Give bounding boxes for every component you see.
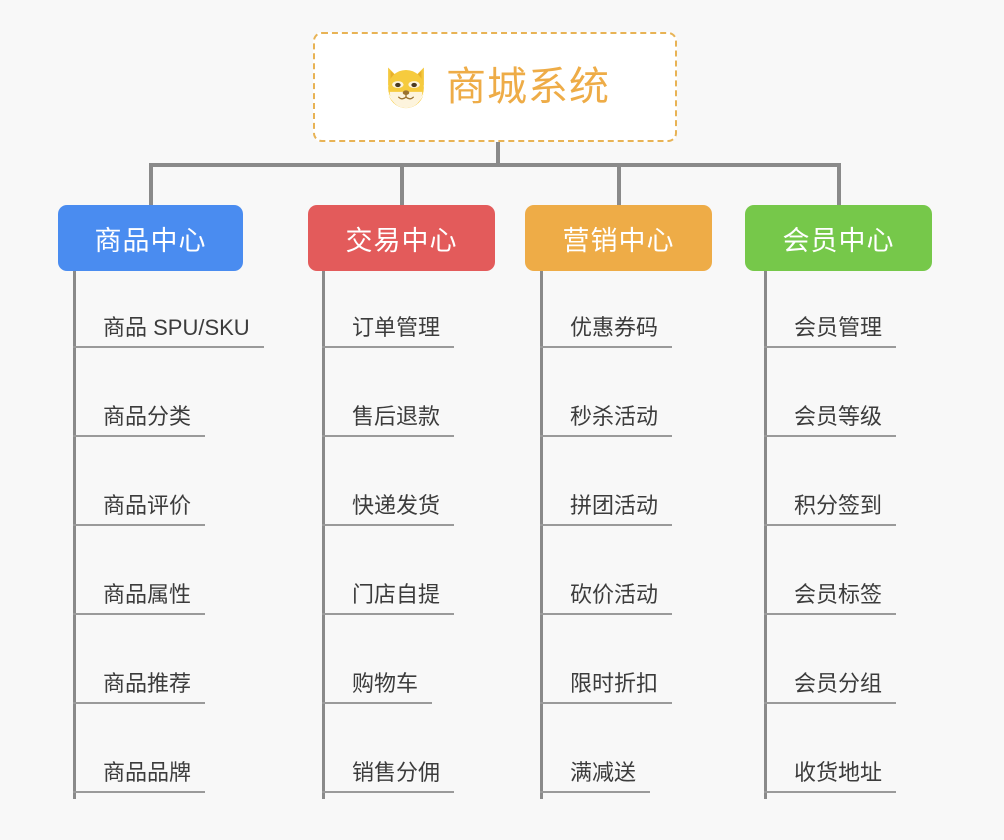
leaf-item[interactable]: 销售分佣: [322, 762, 455, 793]
leaf-stem: [540, 271, 543, 799]
leaf-item[interactable]: 订单管理: [322, 317, 455, 348]
category-label: 营销中心: [562, 225, 675, 256]
leaf-item[interactable]: 购物车: [322, 673, 433, 704]
category-connector-drop: [399, 163, 404, 205]
leaf-item[interactable]: 会员管理: [764, 317, 897, 348]
category-label: 商品中心: [94, 225, 207, 256]
leaf-item[interactable]: 砍价活动: [540, 584, 673, 615]
leaf-item[interactable]: 门店自提: [322, 584, 455, 615]
root-title: 商城系统: [446, 65, 610, 109]
leaf-stem: [764, 271, 767, 799]
leaf-item[interactable]: 快递发货: [322, 495, 455, 526]
category-box-4[interactable]: 会员中心: [745, 205, 932, 271]
root-connector-stem: [496, 142, 500, 167]
shiba-dog-icon: [388, 67, 424, 109]
leaf-stem: [73, 271, 76, 799]
root-node[interactable]: 商城系统: [313, 32, 677, 142]
category-label: 会员中心: [782, 225, 895, 256]
leaf-item[interactable]: 售后退款: [322, 406, 455, 437]
leaf-item[interactable]: 限时折扣: [540, 673, 673, 704]
leaf-item[interactable]: 收货地址: [764, 762, 897, 793]
leaf-item[interactable]: 积分签到: [764, 495, 897, 526]
leaf-item[interactable]: 会员等级: [764, 406, 897, 437]
leaf-item[interactable]: 商品属性: [73, 584, 206, 615]
leaf-item[interactable]: 商品品牌: [73, 762, 206, 793]
category-connector-drop: [616, 163, 621, 205]
leaf-item[interactable]: 会员标签: [764, 584, 897, 615]
category-label: 交易中心: [345, 225, 458, 256]
leaf-item[interactable]: 秒杀活动: [540, 406, 673, 437]
leaf-item[interactable]: 商品分类: [73, 406, 206, 437]
leaf-item[interactable]: 商品推荐: [73, 673, 206, 704]
leaf-item[interactable]: 优惠券码: [540, 317, 673, 348]
root-connector-bus: [150, 163, 838, 167]
category-box-2[interactable]: 交易中心: [308, 205, 495, 271]
category-connector-drop: [836, 163, 841, 205]
leaf-item[interactable]: 商品评价: [73, 495, 206, 526]
leaf-item[interactable]: 商品 SPU/SKU: [73, 317, 264, 348]
leaf-stem: [322, 271, 325, 799]
leaf-item[interactable]: 满减送: [540, 762, 651, 793]
category-box-1[interactable]: 商品中心: [58, 205, 243, 271]
category-connector-drop: [148, 163, 153, 205]
category-box-3[interactable]: 营销中心: [525, 205, 712, 271]
leaf-item[interactable]: 会员分组: [764, 673, 897, 704]
leaf-item[interactable]: 拼团活动: [540, 495, 673, 526]
